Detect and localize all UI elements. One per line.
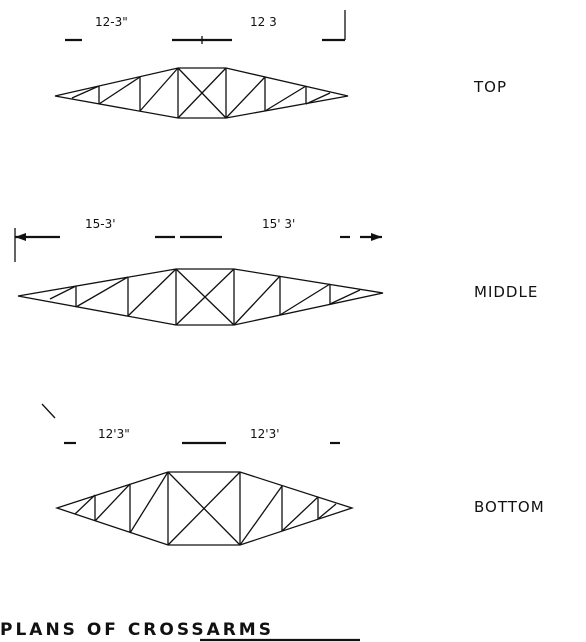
bottom-dimension-line: 12'3" 12'3' [41,403,340,445]
bottom-crossarm-plan: 12'3" 12'3' BOTTOM [41,403,545,546]
middle-label: MIDDLE [474,283,538,301]
drawing-title: PLANS OF CROSSARMS [0,620,360,642]
bottom-dim-left: 12'3" [98,427,130,441]
title-text: PLANS OF CROSSARMS [0,620,274,640]
top-crossarm-plan: 12-3" 12 3 TOP [54,10,507,119]
top-dimension-line: 12-3" 12 3 [65,10,346,44]
middle-truss [17,268,384,326]
middle-dim-right: 15' 3' [262,217,295,231]
top-label: TOP [473,78,507,96]
bottom-dim-right: 12'3' [250,427,280,441]
bottom-truss [54,471,355,546]
top-dim-left: 12-3" [95,15,128,29]
middle-crossarm-plan: 15-3' 15' 3' MIDDLE [14,217,538,326]
top-dim-right: 12 3 [250,15,277,29]
bottom-label: BOTTOM [474,498,545,516]
middle-dim-left: 15-3' [85,217,116,231]
top-truss [54,67,349,119]
middle-dimension-line: 15-3' 15' 3' [14,217,382,262]
